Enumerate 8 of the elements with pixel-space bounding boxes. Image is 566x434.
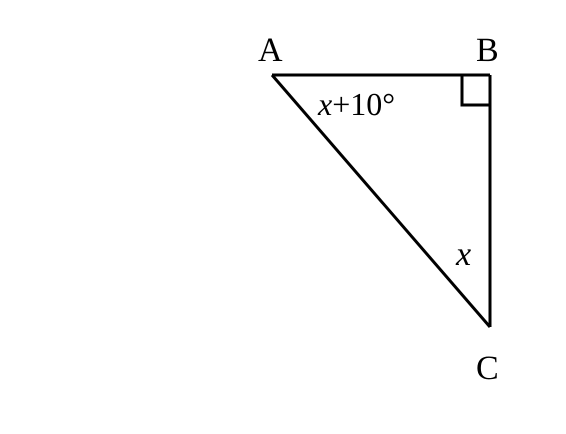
angle-label: x+10° — [318, 88, 396, 120]
vertex-label: B — [476, 34, 499, 68]
triangle-side — [272, 74, 490, 76]
vertex-label: A — [258, 34, 283, 68]
triangle-side — [270, 74, 492, 328]
vertex-label: C — [476, 352, 499, 386]
triangle-side — [488, 75, 492, 327]
angle-label: x — [456, 238, 472, 272]
